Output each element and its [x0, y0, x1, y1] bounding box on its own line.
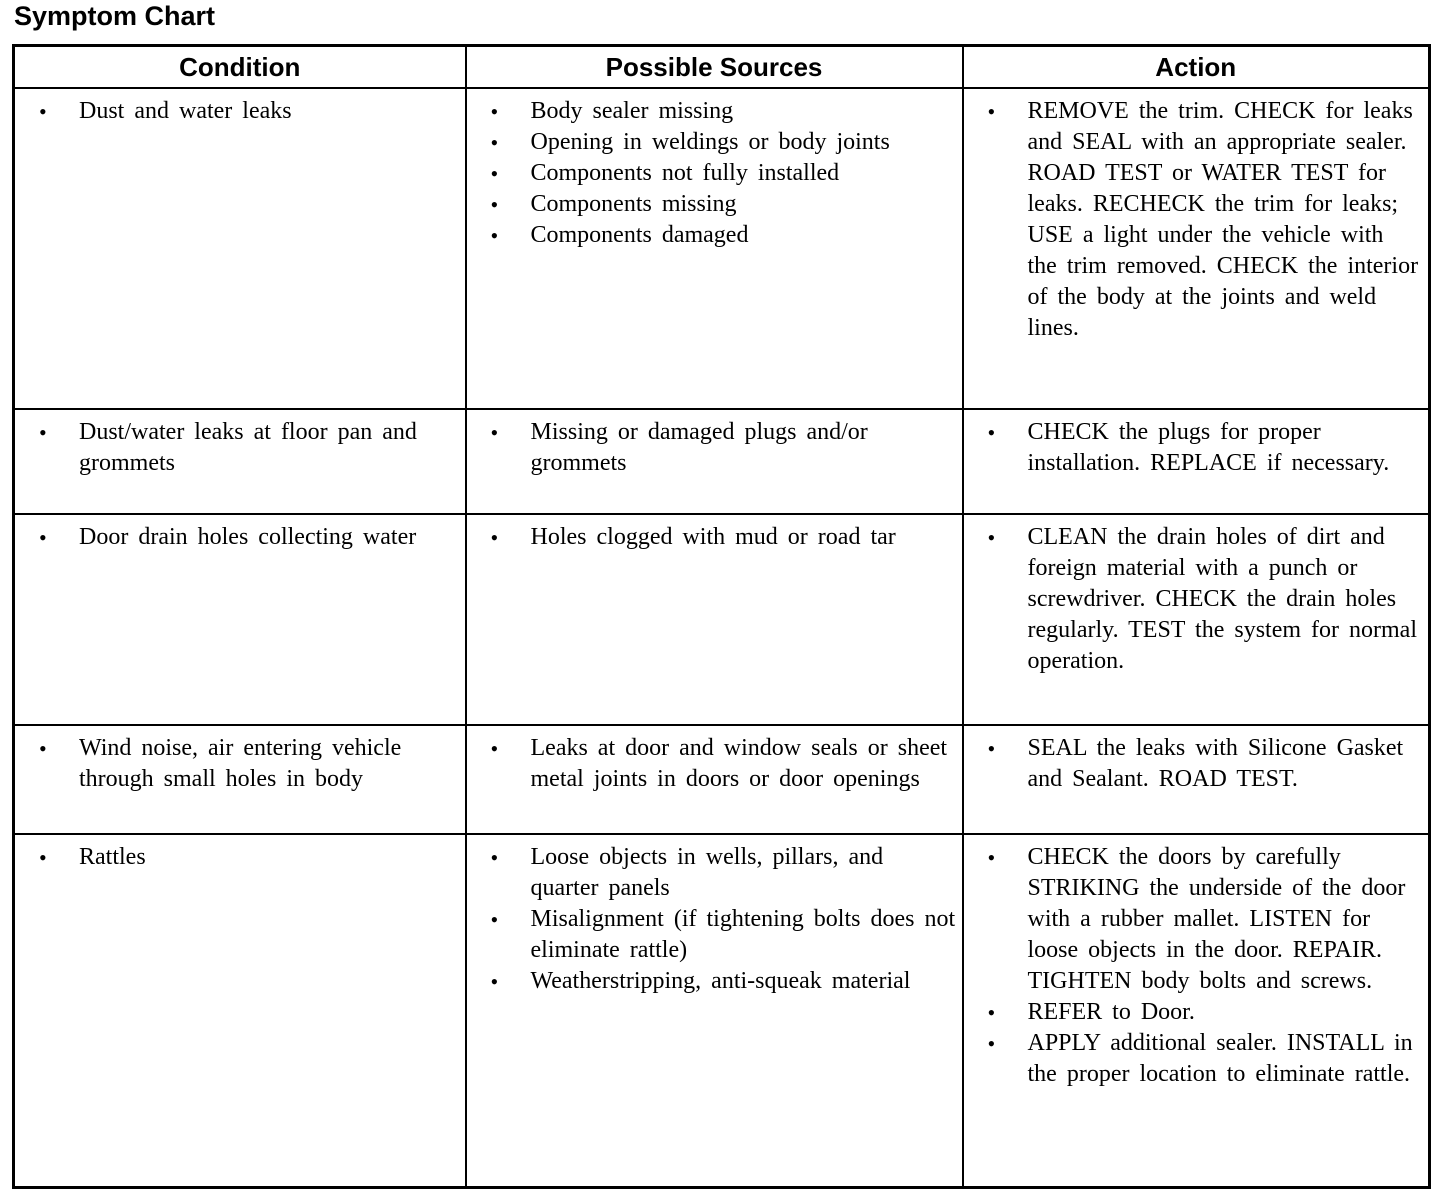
bullet-item: • SEAL the leaks with Silicone Gasket and… [964, 733, 1423, 795]
bullet-icon: • [490, 845, 499, 870]
bullet-text: Loose objects in wells, pillars, and qua… [530, 844, 884, 901]
bullet-text: REFER to Door. [1027, 999, 1195, 1025]
sources-cell: • Missing or damaged plugs and/or grommet… [464, 408, 964, 515]
bullet-icon: • [987, 1031, 996, 1056]
bullet-item: • Components not fully installed [467, 158, 956, 189]
bullet-text: Missing or damaged plugs and/or grommets [530, 419, 868, 476]
bullet-item: • Wind noise, air entering vehicle throug… [15, 733, 459, 795]
bullet-text: Components missing [530, 191, 737, 217]
sources-cell: • Loose objects in wells, pillars, and qu… [464, 833, 964, 1189]
action-cell: • CHECK the plugs for proper installation… [961, 408, 1431, 515]
bullet-item: • CHECK the doors by carefully STRIKING t… [964, 842, 1423, 997]
bullet-text: Leaks at door and window seals or sheet … [530, 735, 948, 792]
table-row: • Door drain holes collecting water • Hole… [12, 513, 1431, 726]
bullet-text: Components damaged [530, 222, 749, 248]
bullet-item: • REMOVE the trim. CHECK for leaks and SE… [964, 96, 1423, 344]
bullet-item: • Components missing [467, 189, 956, 220]
bullet-text: Weatherstripping, anti-squeak material [530, 968, 911, 994]
bullet-icon: • [490, 161, 499, 186]
action-cell: • CHECK the doors by carefully STRIKING t… [961, 833, 1431, 1189]
bullet-item: • Weatherstripping, anti-squeak material [467, 966, 956, 997]
bullet-icon: • [490, 420, 499, 445]
column-header-condition: Condition [12, 44, 467, 89]
document-page: Symptom Chart Condition Possible Sources… [12, 1, 1431, 1189]
column-header-action: Action [961, 44, 1431, 89]
bullet-item: • REFER to Door. [964, 997, 1423, 1028]
bullet-icon: • [987, 525, 996, 550]
bullet-text: Opening in weldings or body joints [530, 129, 890, 155]
bullet-text: SEAL the leaks with Silicone Gasket and … [1027, 735, 1404, 792]
bullet-icon: • [987, 736, 996, 761]
sources-cell: • Leaks at door and window seals or sheet… [464, 724, 964, 835]
bullet-text: APPLY additional sealer. INSTALL in the … [1027, 1030, 1413, 1087]
bullet-icon: • [39, 99, 47, 124]
bullet-icon: • [987, 845, 996, 870]
bullet-icon: • [39, 525, 47, 550]
bullet-icon: • [987, 1000, 996, 1025]
bullet-item: • Door drain holes collecting water [15, 522, 459, 553]
bullet-icon: • [490, 736, 499, 761]
condition-cell: • Wind noise, air entering vehicle throug… [12, 724, 467, 835]
sources-cell: • Holes clogged with mud or road tar [464, 513, 964, 726]
action-cell: • REMOVE the trim. CHECK for leaks and SE… [961, 87, 1431, 410]
bullet-icon: • [987, 99, 996, 124]
bullet-icon: • [490, 525, 499, 550]
bullet-icon: • [490, 192, 499, 217]
table-row: • Wind noise, air entering vehicle throug… [12, 724, 1431, 835]
bullet-text: CHECK the doors by carefully STRIKING th… [1027, 844, 1406, 994]
bullet-text: REMOVE the trim. CHECK for leaks and SEA… [1027, 98, 1419, 341]
condition-cell: • Dust and water leaks [12, 87, 467, 410]
bullet-text: CLEAN the drain holes of dirt and foreig… [1027, 524, 1417, 674]
bullet-text: Rattles [79, 844, 146, 870]
bullet-item: • Components damaged [467, 220, 956, 251]
table-row: • Dust and water leaks • Body sealer missi… [12, 87, 1431, 410]
condition-cell: • Rattles [12, 833, 467, 1189]
bullet-icon: • [39, 736, 47, 761]
column-header-possible-sources: Possible Sources [464, 44, 964, 89]
bullet-item: • Dust and water leaks [15, 96, 459, 127]
bullet-icon: • [39, 845, 47, 870]
bullet-item: • CLEAN the drain holes of dirt and forei… [964, 522, 1423, 677]
bullet-text: CHECK the plugs for proper installation.… [1027, 419, 1390, 476]
bullet-text: Dust/water leaks at floor pan and gromme… [79, 419, 417, 476]
action-cell: • SEAL the leaks with Silicone Gasket and… [961, 724, 1431, 835]
bullet-text: Components not fully installed [530, 160, 840, 186]
table-row: • Dust/water leaks at floor pan and gromm… [12, 408, 1431, 515]
bullet-icon: • [490, 907, 499, 932]
bullet-item: • Leaks at door and window seals or sheet… [467, 733, 956, 795]
action-cell: • CLEAN the drain holes of dirt and forei… [961, 513, 1431, 726]
bullet-icon: • [490, 99, 499, 124]
bullet-text: Door drain holes collecting water [79, 524, 417, 550]
bullet-text: Misalignment (if tightening bolts does n… [530, 906, 956, 963]
bullet-icon: • [490, 130, 499, 155]
bullet-item: • Rattles [15, 842, 459, 873]
bullet-item: • CHECK the plugs for proper installation… [964, 417, 1423, 479]
bullet-text: Holes clogged with mud or road tar [530, 524, 896, 550]
bullet-icon: • [490, 969, 499, 994]
bullet-text: Dust and water leaks [79, 98, 292, 124]
bullet-icon: • [987, 420, 996, 445]
bullet-item: • APPLY additional sealer. INSTALL in the… [964, 1028, 1423, 1090]
bullet-text: Body sealer missing [530, 98, 734, 124]
bullet-item: • Opening in weldings or body joints [467, 127, 956, 158]
bullet-icon: • [39, 420, 47, 445]
sources-cell: • Body sealer missing • Opening in welding… [464, 87, 964, 410]
bullet-icon: • [490, 223, 499, 248]
bullet-item: • Loose objects in wells, pillars, and qu… [467, 842, 956, 904]
bullet-item: • Dust/water leaks at floor pan and gromm… [15, 417, 459, 479]
header-row: Condition Possible Sources Action [12, 44, 1431, 89]
bullet-text: Wind noise, air entering vehicle through… [79, 735, 402, 792]
condition-cell: • Door drain holes collecting water [12, 513, 467, 726]
bullet-item: • Body sealer missing [467, 96, 956, 127]
table-row: • Rattles • Loose objects in wells, pillar… [12, 833, 1431, 1189]
symptom-chart-table: Condition Possible Sources Action • Dust … [12, 44, 1431, 1189]
bullet-item: • Holes clogged with mud or road tar [467, 522, 956, 553]
condition-cell: • Dust/water leaks at floor pan and gromm… [12, 408, 467, 515]
bullet-item: • Misalignment (if tightening bolts does … [467, 904, 956, 966]
page-title: Symptom Chart [14, 1, 216, 31]
bullet-item: • Missing or damaged plugs and/or grommet… [467, 417, 956, 479]
